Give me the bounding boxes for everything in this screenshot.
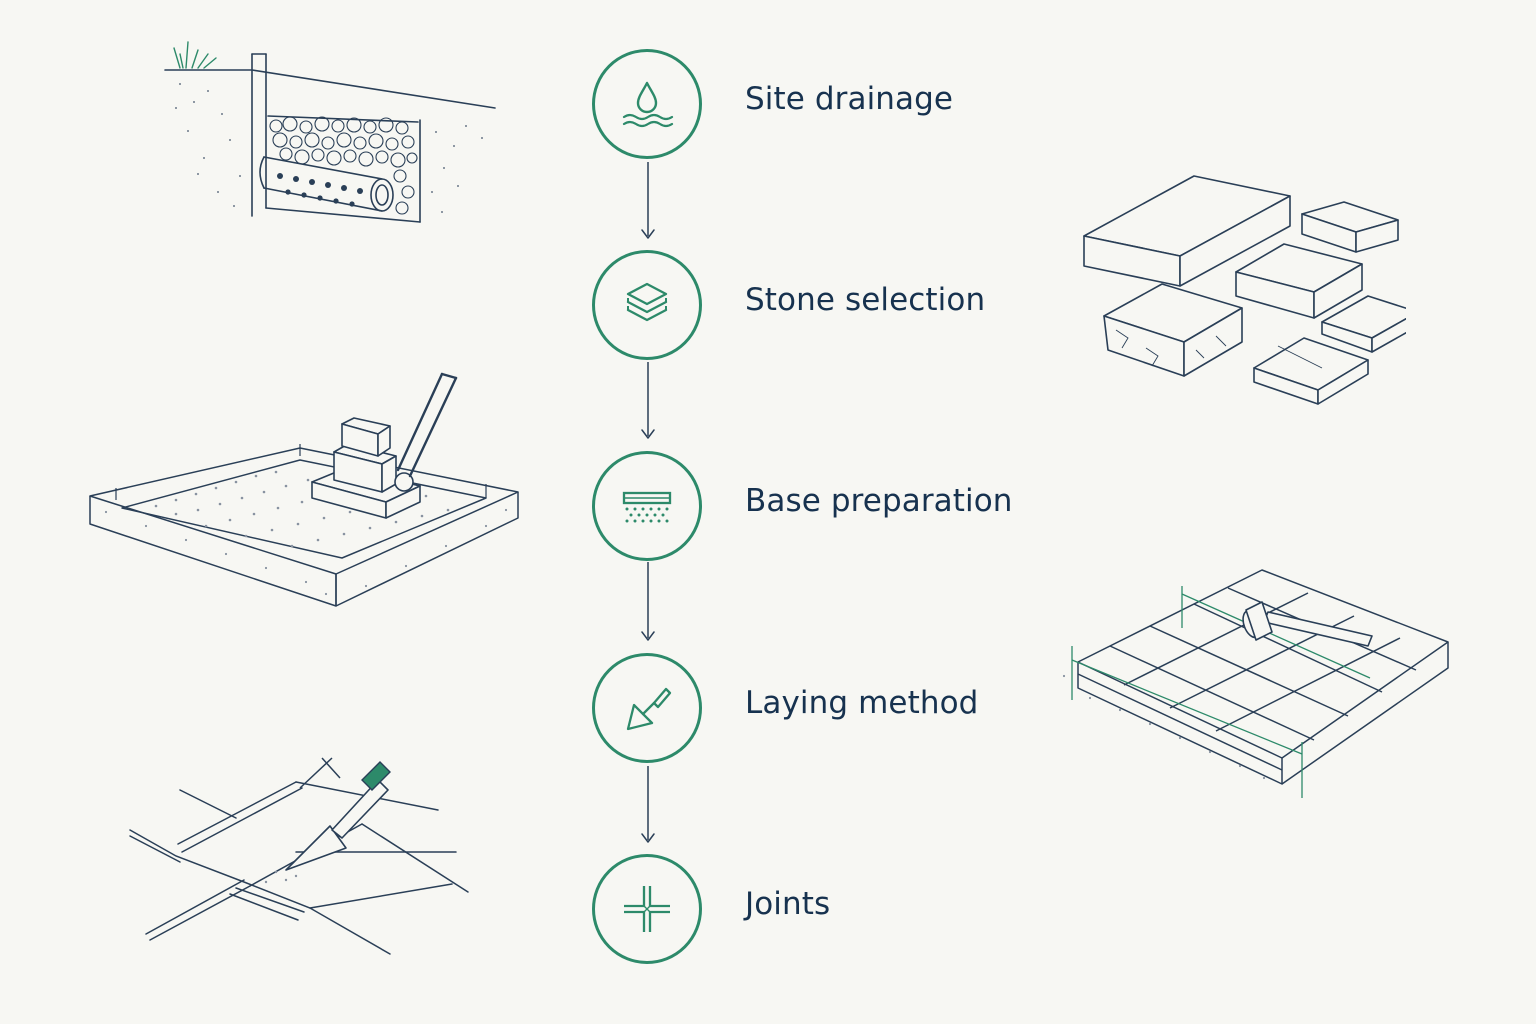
step-circle	[592, 653, 702, 763]
base-layer-icon	[622, 491, 672, 523]
drainage-trench-drawing	[164, 41, 496, 223]
step-label: Site drainage	[745, 81, 954, 117]
drainage-trench-illustration	[160, 36, 505, 226]
step-label: Base preparation	[745, 483, 1013, 519]
arrow-down-icon	[641, 362, 655, 439]
paving-stones-drawing	[1083, 175, 1406, 405]
layers-icon	[626, 282, 668, 322]
connector-1	[641, 162, 655, 240]
water-drop-icon	[622, 81, 674, 128]
step-label: Joints	[745, 886, 831, 922]
step-circle	[592, 451, 702, 561]
step-label: Laying method	[745, 685, 979, 721]
step-label: Stone selection	[745, 282, 986, 318]
step-laying-method: Laying method	[592, 653, 1112, 769]
plate-compactor-illustration	[86, 360, 522, 620]
paving-stones-illustration	[1076, 170, 1406, 410]
connector-2	[641, 362, 655, 440]
step-joints: Joints	[592, 854, 1112, 970]
step-circle	[592, 250, 702, 360]
plate-compactor-drawing	[89, 372, 519, 607]
step-circle	[592, 854, 702, 964]
jointing-trowel-illustration	[126, 752, 472, 964]
step-base-preparation: Base preparation	[592, 451, 1112, 567]
connector-4	[641, 766, 655, 844]
laid-paving-drawing	[1062, 569, 1449, 798]
step-site-drainage: Site drainage	[592, 49, 1112, 165]
step-stone-selection: Stone selection	[592, 250, 1112, 366]
trowel-icon	[626, 687, 672, 731]
jointing-trowel-drawing	[129, 757, 469, 955]
laid-paving-illustration	[1050, 566, 1452, 802]
step-circle	[592, 49, 702, 159]
arrow-down-icon	[641, 562, 655, 641]
connector-3	[641, 562, 655, 642]
joint-cross-icon	[624, 886, 670, 932]
arrow-down-icon	[641, 766, 655, 843]
arrow-down-icon	[641, 162, 655, 239]
